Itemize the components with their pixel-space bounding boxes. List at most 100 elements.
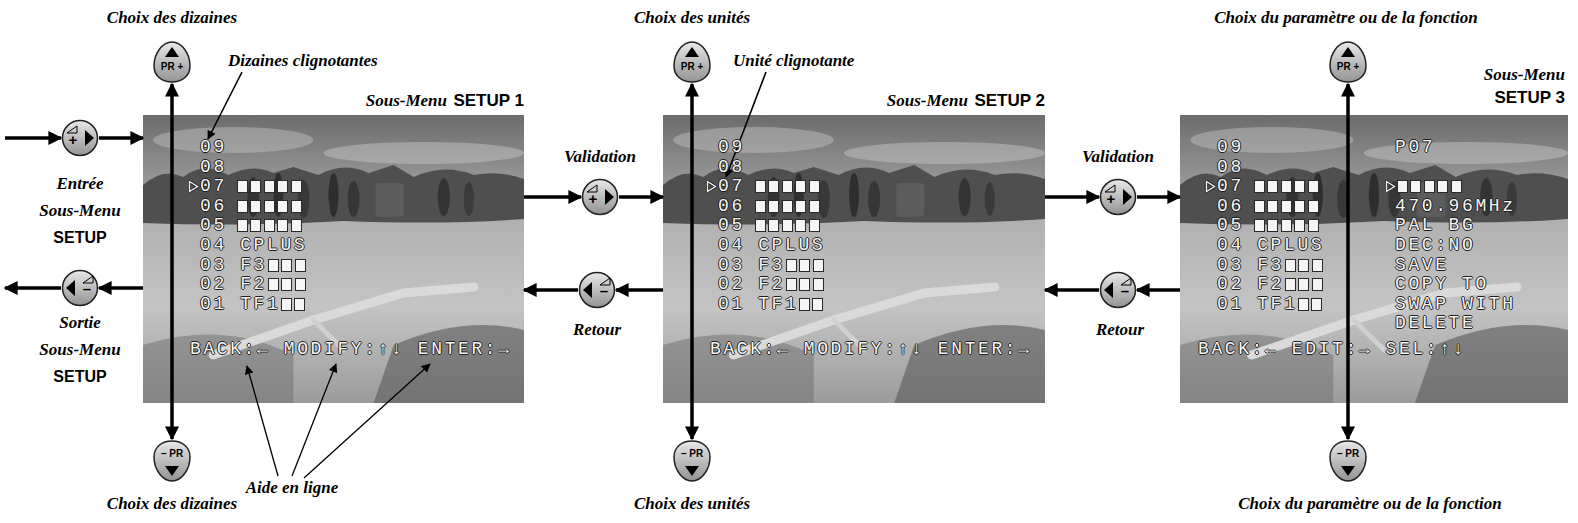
osd-block xyxy=(250,200,261,213)
button-shape xyxy=(578,271,616,309)
caption-label: Choix des dizaines xyxy=(107,8,237,28)
osd-block xyxy=(1254,219,1265,232)
flow-arrow xyxy=(524,288,578,292)
flow-arrow xyxy=(619,195,663,199)
channel-row: 06 xyxy=(200,197,227,217)
flow-arrow xyxy=(170,84,174,439)
leader-line xyxy=(247,366,278,476)
osd-block xyxy=(1424,180,1435,193)
submenu-heading: Sous-Menu xyxy=(887,91,968,111)
osd-block xyxy=(237,219,248,232)
setup-parameter: DEC:NO xyxy=(1395,236,1475,256)
flow-arrow xyxy=(1346,84,1350,439)
remote-button: – PR xyxy=(1328,439,1368,483)
osd-block xyxy=(1281,180,1292,193)
button-label: – PR xyxy=(152,448,192,460)
osd-block xyxy=(1254,200,1265,213)
osd-block xyxy=(799,298,810,311)
osd-block xyxy=(755,180,766,193)
tv-picture xyxy=(143,115,524,403)
channel-row: 06 xyxy=(718,197,745,217)
tv-screen: Sous-MenuSETUP 2090807060504 CPLUS03 F30… xyxy=(663,115,1045,403)
caption-label: Validation xyxy=(1082,147,1154,167)
caption-label: Validation xyxy=(564,147,636,167)
osd-block xyxy=(768,219,779,232)
button-label: PR + xyxy=(1328,61,1368,73)
osd-block xyxy=(1294,219,1305,232)
flow-arrow xyxy=(1045,288,1099,292)
tv-screen: Sous-MenuSETUP 1090807060504 CPLUS03 F30… xyxy=(143,115,524,403)
caption-label: Sous-Menu xyxy=(39,201,120,221)
osd-block xyxy=(1294,180,1305,193)
osd-block xyxy=(250,219,261,232)
osd-block xyxy=(755,200,766,213)
osd-block xyxy=(1285,259,1296,272)
tv-picture xyxy=(663,115,1045,403)
osd-block xyxy=(1308,219,1319,232)
setup-parameter: DELETE xyxy=(1395,314,1475,334)
button-label: PR + xyxy=(672,61,712,73)
button-label: PR + xyxy=(152,61,192,73)
osd-block xyxy=(277,180,288,193)
button-label: + xyxy=(1104,191,1118,206)
channel-row: 09 xyxy=(718,138,745,158)
caption-label: Retour xyxy=(573,320,621,340)
osd-block xyxy=(795,200,806,213)
remote-button: PR + xyxy=(1328,40,1368,84)
osd-block xyxy=(264,219,275,232)
osd-block xyxy=(281,278,292,291)
channel-row: 08 xyxy=(718,158,745,178)
remote-button: – PR xyxy=(152,439,192,483)
osd-block xyxy=(294,298,305,311)
channel-row: 07 xyxy=(718,177,745,197)
caption-label: Choix du paramètre ou de la fonction xyxy=(1214,8,1478,28)
osd-block xyxy=(809,219,820,232)
osd-block xyxy=(237,180,248,193)
submenu-heading: SETUP 3 xyxy=(1494,88,1565,108)
osd-block xyxy=(1437,180,1448,193)
setup-parameter: 470.96MHz xyxy=(1395,197,1516,217)
flow-arrow xyxy=(690,84,694,439)
osd-block xyxy=(277,219,288,232)
osd-block xyxy=(768,180,779,193)
channel-row: 05 xyxy=(718,216,745,236)
osd-block xyxy=(291,180,302,193)
osd-block xyxy=(291,219,302,232)
channel-row: 08 xyxy=(1217,158,1244,178)
caption-label: Unité clignotante xyxy=(733,51,854,71)
osd-block xyxy=(1451,180,1462,193)
osd-block xyxy=(281,298,292,311)
button-shape xyxy=(1328,439,1368,483)
cursor-triangle xyxy=(188,180,199,193)
channel-row: 09 xyxy=(200,138,227,158)
osd-block xyxy=(1281,219,1292,232)
button-shape xyxy=(581,178,619,216)
osd-block xyxy=(809,180,820,193)
channel-row: 04 CPLUS xyxy=(200,236,307,256)
osd-block xyxy=(1312,259,1323,272)
submenu-heading: Sous-Menu xyxy=(1484,65,1565,85)
button-shape xyxy=(61,269,99,307)
button-label: – xyxy=(1118,283,1132,298)
osd-block xyxy=(768,200,779,213)
channel-row: 05 xyxy=(1217,216,1244,236)
button-label: – xyxy=(80,281,94,296)
osd-block xyxy=(1298,278,1309,291)
button-shape xyxy=(1099,271,1137,309)
channel-row: 02 F2 xyxy=(200,275,267,295)
osd-block xyxy=(1308,180,1319,193)
caption-label: Sous-Menu xyxy=(39,340,120,360)
channel-row: 09 xyxy=(1217,138,1244,158)
exit-arrow xyxy=(5,286,61,290)
osd-block xyxy=(1254,180,1265,193)
osd-block xyxy=(813,259,824,272)
cursor-triangle xyxy=(1385,180,1396,193)
remote-button: + xyxy=(581,178,619,216)
osd-block xyxy=(755,219,766,232)
flow-arrow xyxy=(99,136,143,140)
channel-row: 07 xyxy=(200,177,227,197)
channel-row: 05 xyxy=(200,216,227,236)
setup-parameter: PAL BG xyxy=(1395,216,1475,236)
leader-line xyxy=(304,364,430,478)
osd-block xyxy=(268,259,279,272)
